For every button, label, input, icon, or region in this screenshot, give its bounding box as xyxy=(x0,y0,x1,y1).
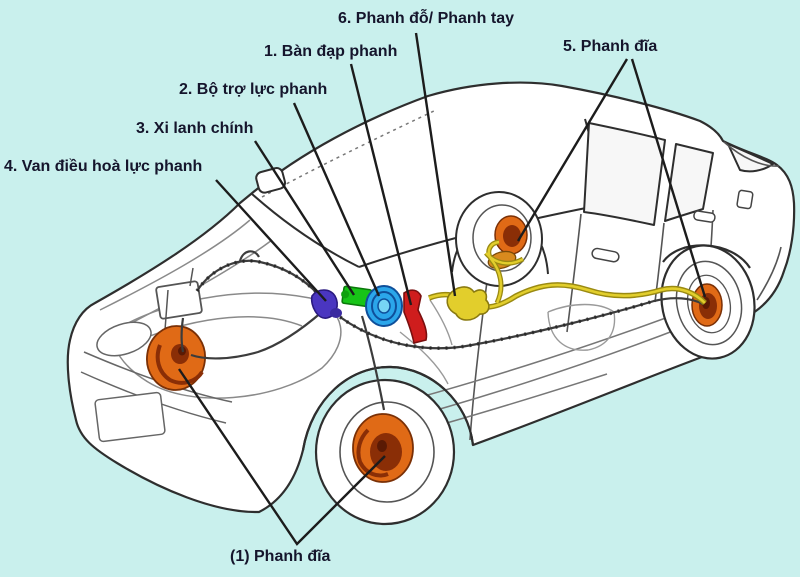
brake-line-texture xyxy=(195,259,655,351)
leader-line-5a xyxy=(516,58,629,242)
rear-door-handle xyxy=(693,210,716,223)
headlight xyxy=(96,321,152,357)
callout-4-regulating-valve: 4. Van điều hoà lực phanh xyxy=(4,158,203,175)
rear-right-wheel xyxy=(660,244,756,360)
hydraulic-unit xyxy=(155,280,203,320)
leader-line-b1 xyxy=(178,368,386,546)
front-left-brake-assembly xyxy=(146,267,206,391)
parking-brake-cable xyxy=(428,239,707,321)
callout-2-brake-booster: 2. Bộ trợ lực phanh xyxy=(179,81,328,98)
seat-outline xyxy=(547,303,616,351)
leader-lines xyxy=(178,32,707,546)
a-pillar-left xyxy=(251,193,360,268)
callout-5-disc-brake: 5. Phanh đĩa xyxy=(563,38,658,55)
front-door-window xyxy=(583,122,666,226)
front-door-handle xyxy=(591,247,620,263)
leader-line-6 xyxy=(414,32,457,297)
leader-line-4 xyxy=(215,179,327,302)
leader-line-3 xyxy=(253,140,356,296)
brake-booster xyxy=(365,285,403,327)
leader-line-1 xyxy=(349,63,413,306)
front-wheel-arch xyxy=(301,365,475,451)
callout-b1-front-disc-brake: (1) Phanh đĩa xyxy=(230,548,331,565)
callout-3-master-cylinder: 3. Xi lanh chính xyxy=(136,120,254,137)
leader-line-2 xyxy=(292,102,381,297)
interior-lines xyxy=(399,299,616,385)
roof-seam xyxy=(261,109,437,198)
rear-right-wheel-arch xyxy=(662,244,751,269)
fuel-cap xyxy=(736,189,754,210)
valve-fitting xyxy=(330,308,342,318)
parking-brake-equalizer xyxy=(446,286,490,321)
callout-1-brake-pedal: 1. Bàn đạp phanh xyxy=(264,43,398,60)
side-mirror xyxy=(255,167,287,194)
callout-6-parking-brake: 6. Phanh đỗ/ Phanh tay xyxy=(338,10,515,27)
leader-line-5b xyxy=(630,58,707,298)
license-plate xyxy=(94,391,166,443)
